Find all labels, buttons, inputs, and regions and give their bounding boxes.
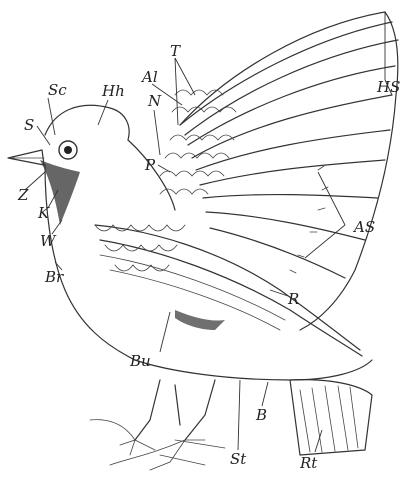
label-bu: Bu [129,352,151,370]
label-br: Br [44,268,64,286]
labels: T Al Sc Hh N S HS P Z K W AS Br R Bu B S… [17,42,400,472]
bird-body-illustration [8,105,372,470]
label-p: P [144,156,156,174]
label-z: Z [17,186,29,204]
label-s: S [24,116,34,134]
label-as: AS [352,218,375,236]
wing-illustration [160,12,398,330]
label-hs: HS [376,78,400,96]
label-rt: Rt [299,454,318,472]
label-al: Al [140,68,158,86]
label-sc: Sc [48,81,67,99]
leader-lines [25,12,392,452]
label-n: N [147,92,162,110]
label-w: W [40,232,57,250]
label-hh: Hh [101,82,125,100]
label-st: St [230,450,247,468]
label-r: R [287,290,299,308]
label-t: T [170,42,181,60]
label-b: B [255,406,267,424]
label-k: K [37,204,50,222]
